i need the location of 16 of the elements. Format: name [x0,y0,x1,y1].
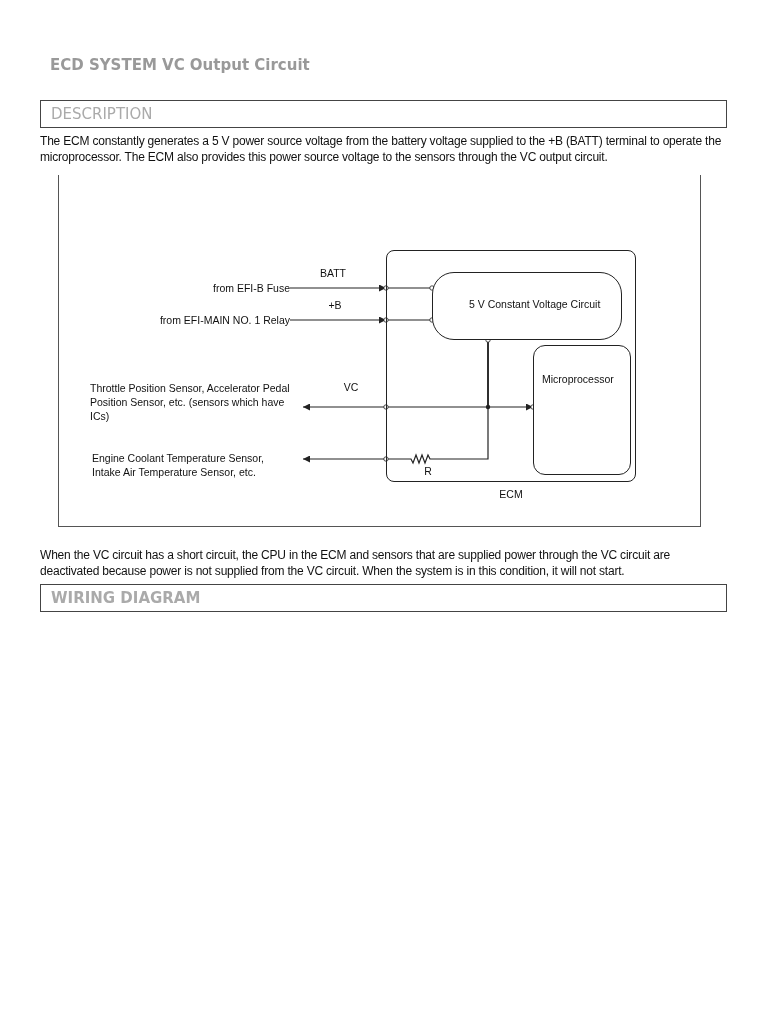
section-heading: WIRING DIAGRAM [40,584,727,612]
source-label: from EFI-MAIN NO. 1 Relay [110,313,290,327]
edge-label: +B [328,299,342,311]
note-paragraph: When the VC circuit has a short circuit, the CPU in the ECM and sensors that are supplied power through the VC circuit are deactivated because power is not supplied from the VC circuit. When the system is in this condition, it will not start. [40,547,671,579]
source-label: from EFI-B Fuse [150,281,290,295]
edge-label: VC [343,381,359,393]
page-title: ECD SYSTEM VC Output Circuit [50,56,310,74]
sensor-label: Throttle Position Sensor, Accelerator Pedal Position Sensor, etc. (sensors which have ICs) [90,381,303,423]
description-paragraph: The ECM constantly generates a 5 V power source voltage from the battery voltage supplied to the +B (BATT) terminal to operate the microprocessor. The ECM also provides this power source voltage to the sensors through the VC output circuit. [40,133,723,165]
voltage-circuit-box: 5 V Constant Voltage Circuit [432,272,622,340]
resistor-label: R [423,464,433,478]
unit-name: ECM [498,487,524,501]
edge-label: BATT [319,267,347,279]
section-heading: DESCRIPTION [40,100,727,128]
microprocessor-box: Microprocessor [533,345,631,475]
sensor-label: Engine Coolant Temperature Sensor, Intake Air Temperature Sensor, etc. [92,451,303,479]
